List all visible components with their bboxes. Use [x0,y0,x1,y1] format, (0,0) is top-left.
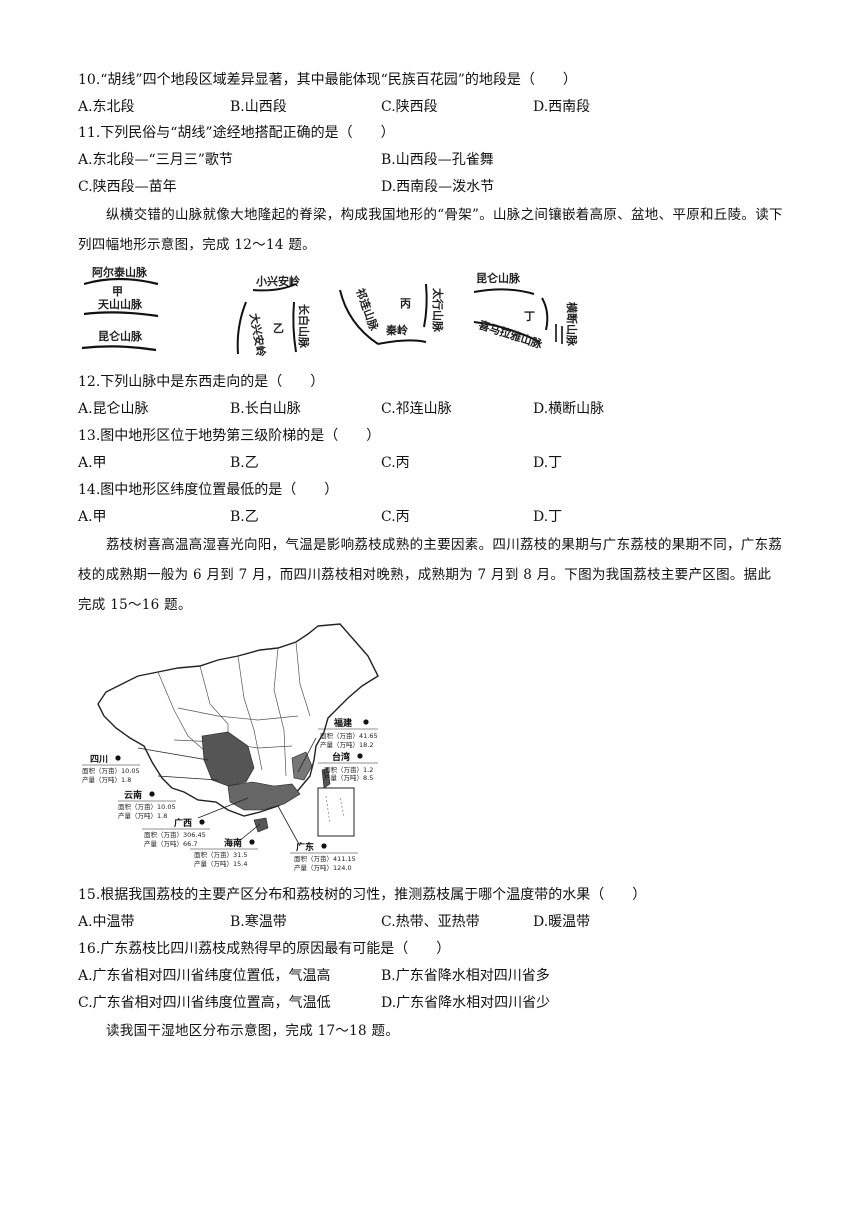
question-15-option-d[interactable]: D.暖温带 [533,914,591,930]
question-11-option-b[interactable]: B.山西段—孔雀舞 [381,152,494,168]
question-11-option-c[interactable]: C.陕西段—苗年 [78,179,177,195]
question-10-option-d[interactable]: D.西南段 [533,99,591,115]
label-changbai: 长白山脉 [297,304,311,349]
lychee-production-map: 福建 面积（万亩）41.65 产量（万吨）18.2 台湾 面积（万亩）1.2 产… [82,623,379,872]
label-kunlun-d: 昆仑山脉 [476,271,521,285]
sketch-jia: 阿尔泰山脉 甲 天山山脉 昆仑山脉 [81,265,159,352]
intro-lychee-text: 荔枝树喜高温高湿喜光向阳，气温是影响荔枝成熟的主要因素。四川荔枝的果期与广东荔枝… [78,537,783,613]
sketch-bing: 祁连山脉 丙 太行山脉 秦岭 [339,283,445,345]
pin-icon [249,839,255,845]
question-14-option-d[interactable]: D.丁 [533,509,563,525]
map-guangxi-prod: 产量（万吨）66.7 [144,839,197,848]
map-guangxi-area: 面积（万亩）306.45 [144,830,206,839]
question-12-stem: 12.下列山脉中是东西走向的是（ ） [78,374,325,390]
pin-icon [363,719,369,725]
question-14-option-a[interactable]: A.甲 [78,509,107,525]
question-15-stem: 15.根据我国荔枝的主要产区分布和荔枝树的习性，推测荔枝属于哪个温度带的水果（ … [78,887,647,903]
map-sichuan-prod: 产量（万吨）1.8 [82,775,131,784]
map-yunnan-area: 面积（万亩）10.05 [118,802,176,811]
map-fujian-name: 福建 [333,717,353,729]
map-hainan-name: 海南 [224,837,242,849]
map-fujian-area: 面积（万亩）41.65 [320,731,378,740]
south-china-sea-inset [317,787,355,837]
question-12-option-c[interactable]: C.祁连山脉 [381,401,452,417]
label-hengduan: 横断山脉 [565,302,579,347]
pin-icon [149,791,155,797]
question-13-stem: 13.图中地形区位于地势第三级阶梯的是（ ） [78,428,381,444]
map-fujian-prod: 产量（万吨）18.2 [320,740,373,749]
question-12-option-d[interactable]: D.横断山脉 [533,401,605,417]
lychee-region-south [227,781,301,811]
intro-paragraph-lychee: 荔枝树喜高温高湿喜光向阳，气温是影响荔枝成熟的主要因素。四川荔枝的果期与广东荔枝… [78,530,783,620]
intro-dry-wet-text: 读我国干湿地区分布示意图，完成 17～18 题。 [106,1023,400,1039]
map-sichuan-name: 四川 [90,754,108,765]
intro-paragraph-terrain: 纵横交错的山脉就像大地隆起的脊梁，构成我国地形的“骨架”。山脉之间镶嵌着高原、盆… [78,200,783,260]
question-13-option-c[interactable]: C.丙 [381,455,410,471]
sketch-yi: 小兴安岭 大兴安岭 乙 长白山脉 [236,274,311,358]
pin-icon [115,755,121,761]
question-16-stem: 16.广东荔枝比四川荔枝成熟得早的原因最有可能是（ ） [78,941,451,957]
label-tianshan: 天山山脉 [98,297,143,311]
question-16-option-b[interactable]: B.广东省降水相对四川省多 [381,968,550,984]
question-11-option-a[interactable]: A.东北段—“三月三”歌节 [78,152,233,168]
intro-text: 纵横交错的山脉就像大地隆起的脊梁，构成我国地形的“骨架”。山脉之间镶嵌着高原、盆… [78,207,783,253]
terrain-sketches-figure: 阿尔泰山脉 甲 天山山脉 昆仑山脉 小兴安岭 大兴安岭 乙 长白山脉 祁连山脉 … [81,265,579,358]
label-bing: 丙 [400,297,411,310]
label-qinling: 秦岭 [385,323,408,337]
map-sichuan-area: 面积（万亩）10.05 [82,766,140,775]
question-15-option-a[interactable]: A.中温带 [78,914,135,930]
hainan-island [253,817,269,833]
label-ding: 丁 [524,310,535,323]
map-taiwan-area: 面积（万亩）1.2 [324,765,373,774]
map-guangdong-area: 面积（万亩）411.15 [294,854,356,863]
question-16-option-c[interactable]: C.广东省相对四川省纬度位置高，气温低 [78,995,331,1011]
label-daxinganling: 大兴安岭 [247,312,268,358]
label-taihang: 太行山脉 [431,287,445,333]
question-16-option-d[interactable]: D.广东省降水相对四川省少 [381,995,551,1011]
question-10-option-a[interactable]: A.东北段 [78,99,135,115]
map-hainan-area: 面积（万亩）31.5 [194,850,247,859]
question-15-option-c[interactable]: C.热带、亚热带 [381,914,480,930]
label-altai: 阿尔泰山脉 [92,265,148,279]
question-10-option-c[interactable]: C.陕西段 [381,99,438,115]
map-guangxi-name: 广西 [174,817,192,829]
map-yunnan-prod: 产量（万吨）1.8 [118,811,167,820]
question-10-option-b[interactable]: B.山西段 [230,99,287,115]
lychee-region-fujian [291,751,313,781]
sketch-ding: 昆仑山脉 丁 横断山脉 喜马拉雅山脉 [473,271,579,352]
question-15-option-b[interactable]: B.寒温带 [230,914,287,930]
label-xiaoxinganling: 小兴安岭 [255,274,300,288]
map-taiwan-name: 台湾 [332,751,350,763]
question-11-stem: 11.下列民俗与“胡线”途经地搭配正确的是（ ） [78,125,395,141]
label-kunlun-a: 昆仑山脉 [98,329,143,343]
question-12-option-b[interactable]: B.长白山脉 [230,401,301,417]
pin-icon [199,819,205,825]
question-14-option-c[interactable]: C.丙 [381,509,410,525]
map-guangdong-prod: 产量（万吨）124.0 [294,863,352,872]
pin-icon [321,843,327,849]
question-13-option-b[interactable]: B.乙 [230,455,259,471]
question-10-stem: 10.“胡线”四个地段区域差异显著，其中最能体现“民族百花园”的地段是（ ） [78,72,577,88]
question-13-option-a[interactable]: A.甲 [78,455,107,471]
label-jia: 甲 [112,285,123,298]
map-taiwan-prod: 产量（万吨）8.5 [324,773,373,782]
intro-paragraph-dry-wet: 读我国干湿地区分布示意图，完成 17～18 题。 [78,1016,783,1046]
question-16-option-a[interactable]: A.广东省相对四川省纬度位置低，气温高 [78,968,331,984]
pin-icon [357,753,363,759]
question-11-option-d[interactable]: D.西南段—泼水节 [381,179,495,195]
map-hainan-prod: 产量（万吨）15.4 [194,859,247,868]
label-yi: 乙 [273,322,284,335]
question-12-option-a[interactable]: A.昆仑山脉 [78,401,149,417]
map-guangdong-name: 广东 [296,841,314,853]
map-yunnan-name: 云南 [124,789,142,801]
question-14-option-b[interactable]: B.乙 [230,509,259,525]
lychee-region-southwest [201,731,255,787]
question-13-option-d[interactable]: D.丁 [533,455,563,471]
question-14-stem: 14.图中地形区纬度位置最低的是（ ） [78,482,339,498]
